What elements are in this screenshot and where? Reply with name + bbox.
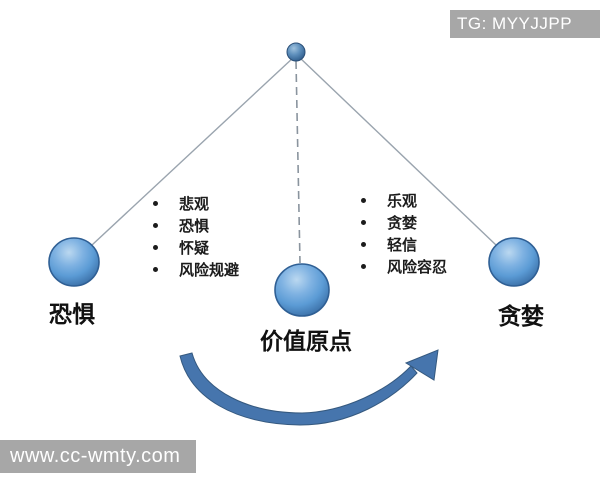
list-item: 恐惧 <box>153 214 239 236</box>
bullet-icon <box>361 219 366 225</box>
website-watermark-badge: www.cc-wmty.com <box>0 440 196 473</box>
fear-label: 恐惧 <box>49 301 95 327</box>
bullet-icon <box>153 222 158 228</box>
trait-label: 悲观 <box>179 195 210 213</box>
swing-arrow-curve <box>179 352 418 426</box>
bullet-icon <box>153 266 158 272</box>
fear-ball <box>48 237 100 287</box>
list-item: 悲观 <box>153 192 239 214</box>
swing-arrow-head <box>404 349 439 381</box>
trait-label: 乐观 <box>387 192 418 210</box>
bullet-icon <box>153 244 158 250</box>
list-item: 怀疑 <box>153 236 239 258</box>
greed-label: 贪婪 <box>498 303 544 329</box>
trait-label: 风险容忍 <box>387 258 448 276</box>
greed-ball <box>488 237 540 287</box>
bullet-icon <box>361 197 366 203</box>
string-center-dashed <box>295 60 301 264</box>
value-origin-label: 价值原点 <box>260 328 352 354</box>
string-left <box>91 56 295 246</box>
list-item: 风险容忍 <box>361 255 447 277</box>
greed-traits-list: 乐观 贪婪 轻信 风险容忍 <box>361 189 447 277</box>
trait-label: 怀疑 <box>179 239 210 257</box>
trait-label: 轻信 <box>387 236 418 254</box>
list-item: 轻信 <box>361 233 447 255</box>
trait-label: 风险规避 <box>179 261 240 279</box>
bullet-icon <box>361 241 366 247</box>
list-item: 乐观 <box>361 189 447 211</box>
trait-label: 贪婪 <box>387 214 418 232</box>
list-item: 风险规避 <box>153 258 239 280</box>
fear-traits-list: 悲观 恐惧 怀疑 风险规避 <box>153 192 239 280</box>
telegram-watermark-badge: TG: MYYJJPP <box>450 10 600 38</box>
string-right <box>298 56 497 246</box>
bullet-icon <box>153 200 158 206</box>
bullet-icon <box>361 263 366 269</box>
value-origin-ball <box>274 263 330 317</box>
pivot-ball <box>286 42 306 62</box>
trait-label: 恐惧 <box>179 217 210 235</box>
list-item: 贪婪 <box>361 211 447 233</box>
